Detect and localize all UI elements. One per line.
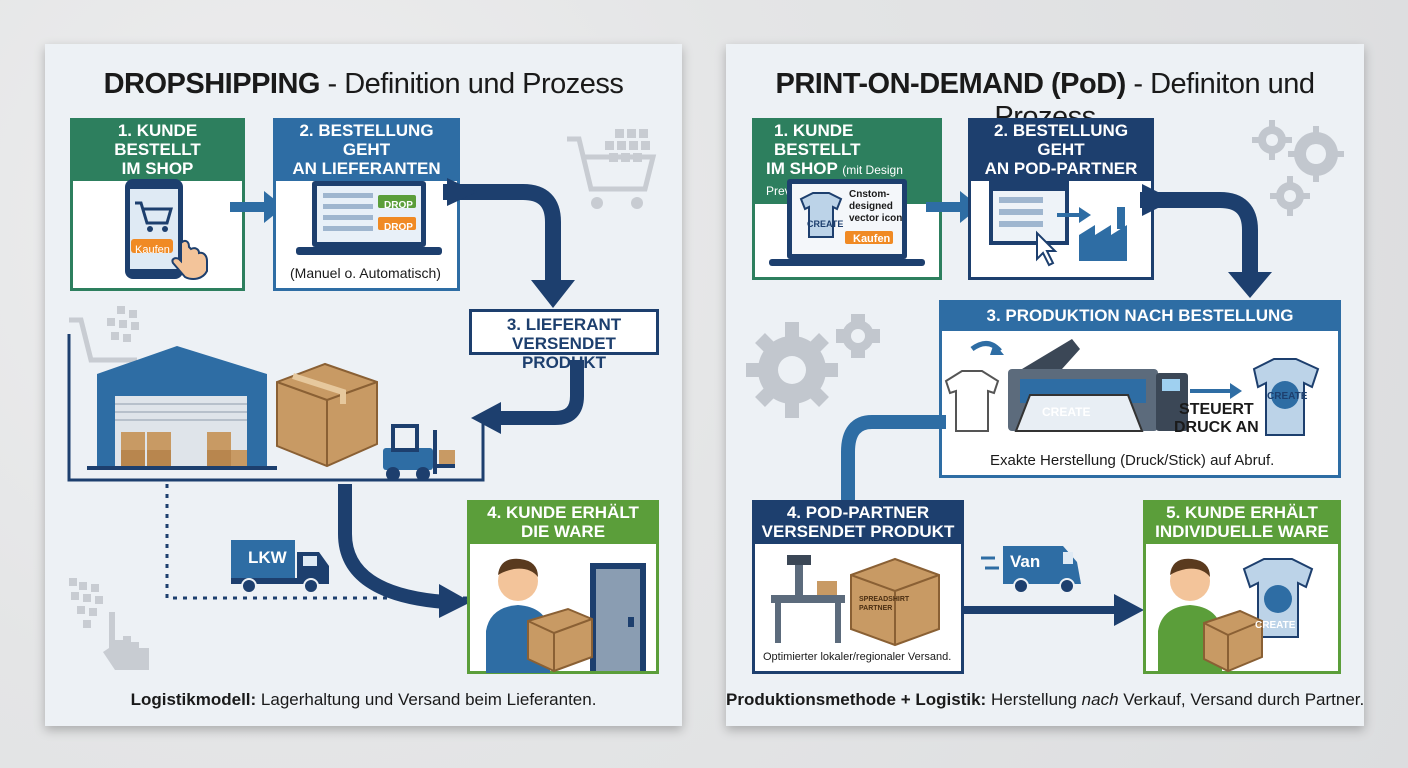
pod-step1-box: 1. KUNDE BESTELLT IM SHOP (mit Design Pr… [752,118,942,280]
truck-label: LKW [248,548,287,567]
dropshipping-panel: DROPSHIPPING - Definition und Prozess 1.… [45,44,682,726]
pod-panel: PRINT-ON-DEMAND (PoD) - Definiton und Pr… [726,44,1364,726]
pod-title: PRINT-ON-DEMAND (PoD) - Definiton und Pr… [775,68,1315,133]
pod-arrow-step1-step2 [926,191,980,223]
pod-step3-header: 3. PRODUKTION NACH BESTELLUNG [939,300,1341,331]
pod-step1-header: 1. KUNDE BESTELLT IM SHOP (mit Design Pr… [752,118,942,204]
dotted-route [165,484,475,600]
pod-step3-box: 3. PRODUKTION NACH BESTELLUNG CREATE CRE… [939,300,1341,478]
laptop-icon [296,181,442,255]
pod-arrow-step4-step5 [964,594,1144,626]
pod-step3-caption: Exakte Herstellung (Druck/Stick) auf Abr… [990,452,1275,469]
van-label: Van [1010,552,1041,571]
order-to-factory-icon [989,181,1127,267]
smartphone-icon [125,179,208,280]
pixel-hand-icon [69,578,149,670]
step2-tag-1: DROP [384,200,413,211]
warehouse-area [67,334,485,482]
dropshipping-title: DROPSHIPPING - Definition und Prozess [103,68,624,100]
pod-step1-buy-button: Kaufen [853,233,891,245]
step2-caption: (Manuel o. Automatisch) [290,265,441,281]
printer-production-icon [944,339,1320,436]
pixel-cart-icon [567,129,657,209]
pod-step5-shirt-logo: CREATE [1255,620,1296,631]
step2-tag-2: DROP [384,222,413,233]
truck-icon [231,540,329,594]
laptop-shop-icon [769,179,925,266]
pod-step3-shirt-logo: CREATE [1267,391,1308,402]
gears-icon [1252,120,1344,216]
arrow-step1-step2 [230,191,284,223]
pod-step3-print-logo: CREATE [1042,405,1091,419]
arrow-warehouse-step4 [338,484,471,618]
dropshipping-footer: Logistikmodell: Lagerhaltung und Versand… [130,690,597,709]
gears-large-icon [746,314,880,418]
customer-with-package-icon [486,558,646,673]
arrow-step2-step3 [443,178,575,308]
customer-with-shirt-icon [1158,558,1314,673]
pod-step1-shirt-logo: CREATE [807,219,844,229]
van-icon [981,546,1081,594]
pod-step4-caption: Optimierter lokaler/regionaler Versand. [763,651,952,663]
step1-buy-button: Kaufen [135,244,170,256]
arrow-step3-warehouse [471,360,584,434]
pod-step1-screen-text: Cnstom- designed vector icon [849,189,903,224]
pod-arrow-step2-step3 [1140,184,1272,298]
pixel-cart-small-icon [69,306,139,363]
pod-footer: Produktionsmethode + Logistik: Herstellu… [726,690,1365,709]
packing-station-icon [771,555,940,647]
